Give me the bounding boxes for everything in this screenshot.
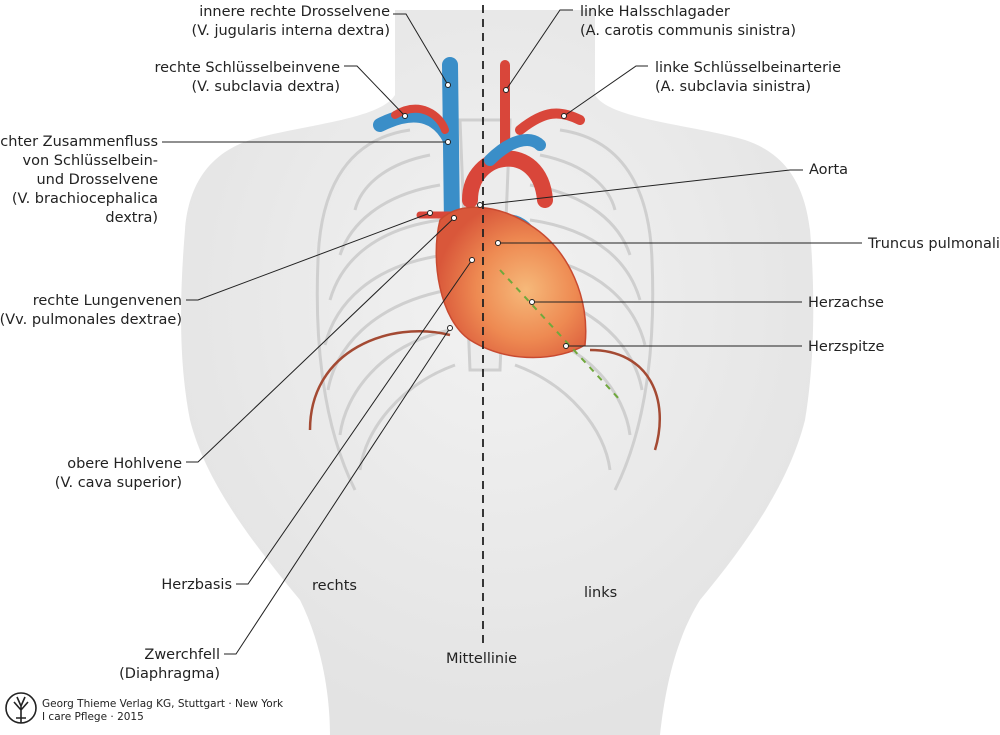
label-subclavian-artery-left: linke Schlüsselbeinarterie (A. subclavia…: [655, 60, 842, 95]
label-heart-axis: Herzachse: [808, 295, 884, 311]
label-brachiocephalic-right: rechter Zusammenfluss von Schlüsselbein-…: [0, 134, 158, 226]
publisher-credit: Georg Thieme Verlag KG, Stuttgart · New …: [42, 698, 284, 723]
label-pulmonary-veins-right: rechte Lungenvenen (Vv. pulmonales dextr…: [0, 293, 182, 328]
label-subclavian-vein-right: rechte Schlüsselbeinvene (V. subclavia d…: [154, 60, 340, 95]
publisher-logo: [5, 692, 37, 724]
label-vena-cava-superior: obere Hohlvene (V. cava superior): [54, 456, 182, 491]
label-midline: Mittellinie: [446, 651, 518, 667]
heart-axis-line: [499, 269, 621, 401]
marker-dots: [402, 82, 569, 349]
diaphragm-line: [308, 330, 661, 451]
label-diaphragm: Zwerchfell (Diaphragma): [119, 647, 220, 682]
label-jugular-right: innere rechte Drosselvene (V. jugularis …: [191, 4, 390, 39]
label-heart-apex: Herzspitze: [808, 339, 885, 355]
label-carotid-left: linke Halsschlagader (A. carotis communi…: [580, 4, 796, 39]
label-truncus-pulmonalis: Truncus pulmonalis: [868, 236, 1000, 252]
label-side-right: rechts: [312, 578, 357, 594]
label-side-left: links: [584, 585, 618, 601]
leader-lines: [162, 9, 862, 655]
torso-silhouette: [181, 10, 814, 735]
label-heart-base: Herzbasis: [161, 577, 232, 593]
label-aorta: Aorta: [809, 162, 849, 178]
